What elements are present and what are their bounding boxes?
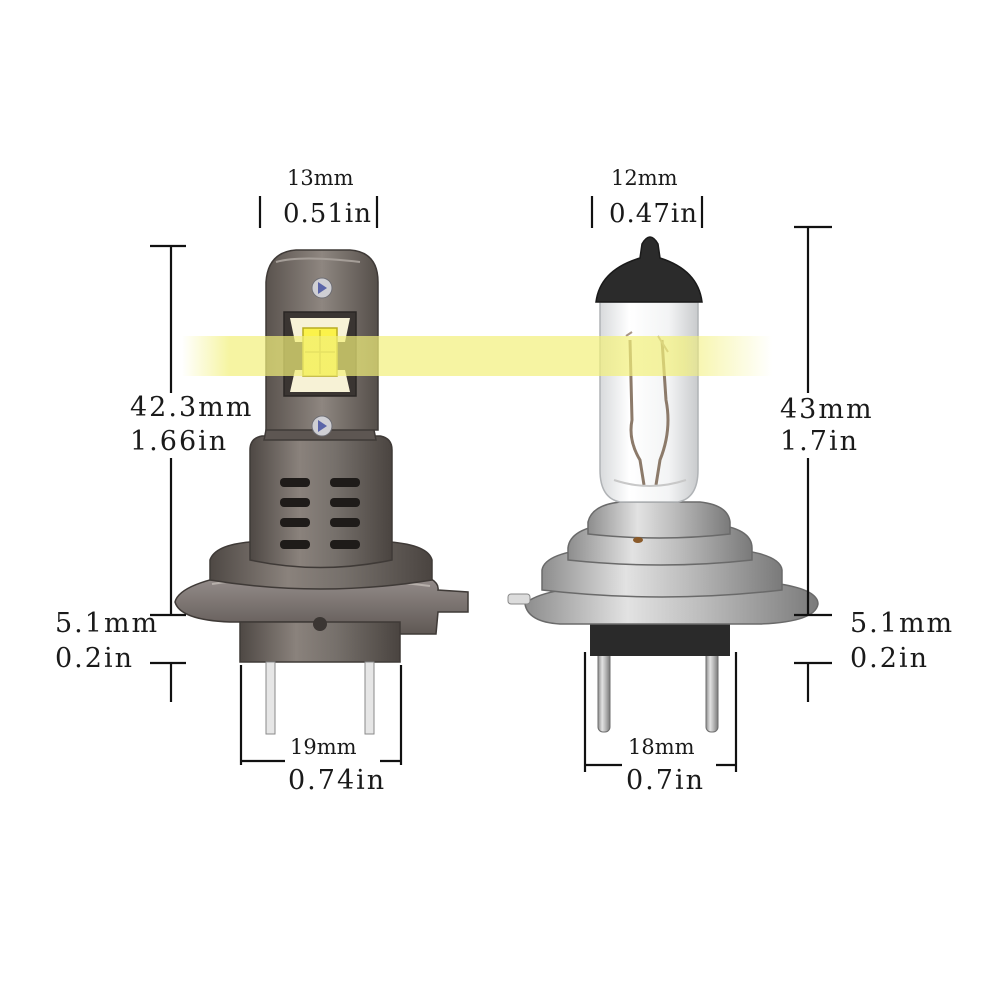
halogen-base-in: 0.7in	[626, 765, 705, 796]
halogen-width-mm: 12mm	[611, 166, 678, 190]
halogen-width-in: 0.47in	[609, 199, 698, 229]
halogen-bulb	[507, 236, 819, 733]
halogen-flange-mm: 5.1mm	[850, 608, 955, 639]
led-height-in: 1.66in	[130, 426, 229, 457]
led-bulb	[174, 249, 469, 735]
led-base-mm: 19mm	[290, 735, 357, 759]
led-base-in: 0.74in	[288, 765, 387, 796]
halogen-height-in: 1.7in	[780, 426, 859, 457]
led-height-mm: 42.3mm	[130, 392, 254, 423]
led-width-in: 0.51in	[283, 199, 372, 229]
halogen-flange-in: 0.2in	[850, 643, 929, 674]
led-flange-mm: 5.1mm	[55, 608, 160, 639]
dimension-lines	[150, 196, 832, 772]
light-beam	[182, 336, 772, 376]
halogen-height-mm: 43mm	[780, 394, 874, 425]
halogen-base-mm: 18mm	[628, 735, 695, 759]
led-width-mm: 13mm	[287, 166, 354, 190]
led-flange-in: 0.2in	[55, 643, 134, 674]
